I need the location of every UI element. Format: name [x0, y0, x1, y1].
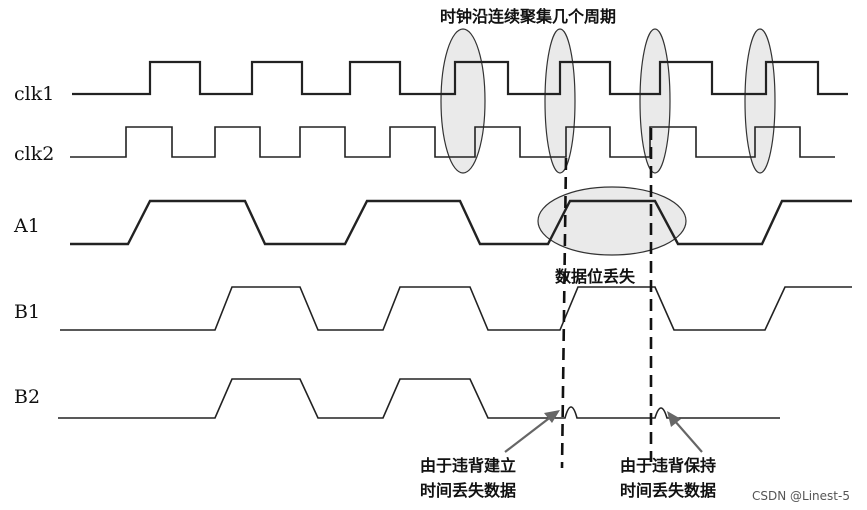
clock-edges-annotation: 时钟沿连续聚集几个周期: [440, 7, 616, 26]
setup-violation-text-line2: 时间丢失数据: [420, 481, 516, 500]
watermark: CSDN @Linest-5: [752, 489, 850, 503]
hold-violation-arrow: [667, 411, 703, 453]
signal-label-a1: A1: [13, 215, 40, 237]
clock-edge-ellipse-1: [440, 28, 486, 174]
setup-violation-arrow: [504, 410, 560, 453]
setup-violation-text-line1: 由于违背建立: [420, 456, 516, 475]
clk1-waveform: [72, 60, 848, 96]
a1-waveform: [70, 199, 852, 246]
hold-violation-text-line1: 由于违背保持: [620, 456, 716, 475]
signal-label-clk1: clk1: [14, 83, 54, 105]
clock-edge-ellipse-3: [639, 28, 671, 174]
setup-violation-dashed-line: [560, 157, 568, 469]
signal-label-b2: B2: [14, 386, 40, 408]
data-bit-lost-annotation: 数据位丢失: [555, 267, 636, 286]
signal-label-clk2: clk2: [14, 143, 54, 165]
b1-waveform: [60, 286, 852, 331]
clock-edge-ellipse-2: [544, 28, 576, 174]
signal-label-b1: B1: [14, 301, 40, 323]
clk2-waveform: [70, 126, 835, 158]
hold-violation-text-line2: 时间丢失数据: [620, 481, 716, 500]
b2-waveform: [58, 378, 780, 419]
data-lost-ellipse: [537, 186, 687, 256]
clock-edge-ellipse-4: [744, 28, 776, 174]
